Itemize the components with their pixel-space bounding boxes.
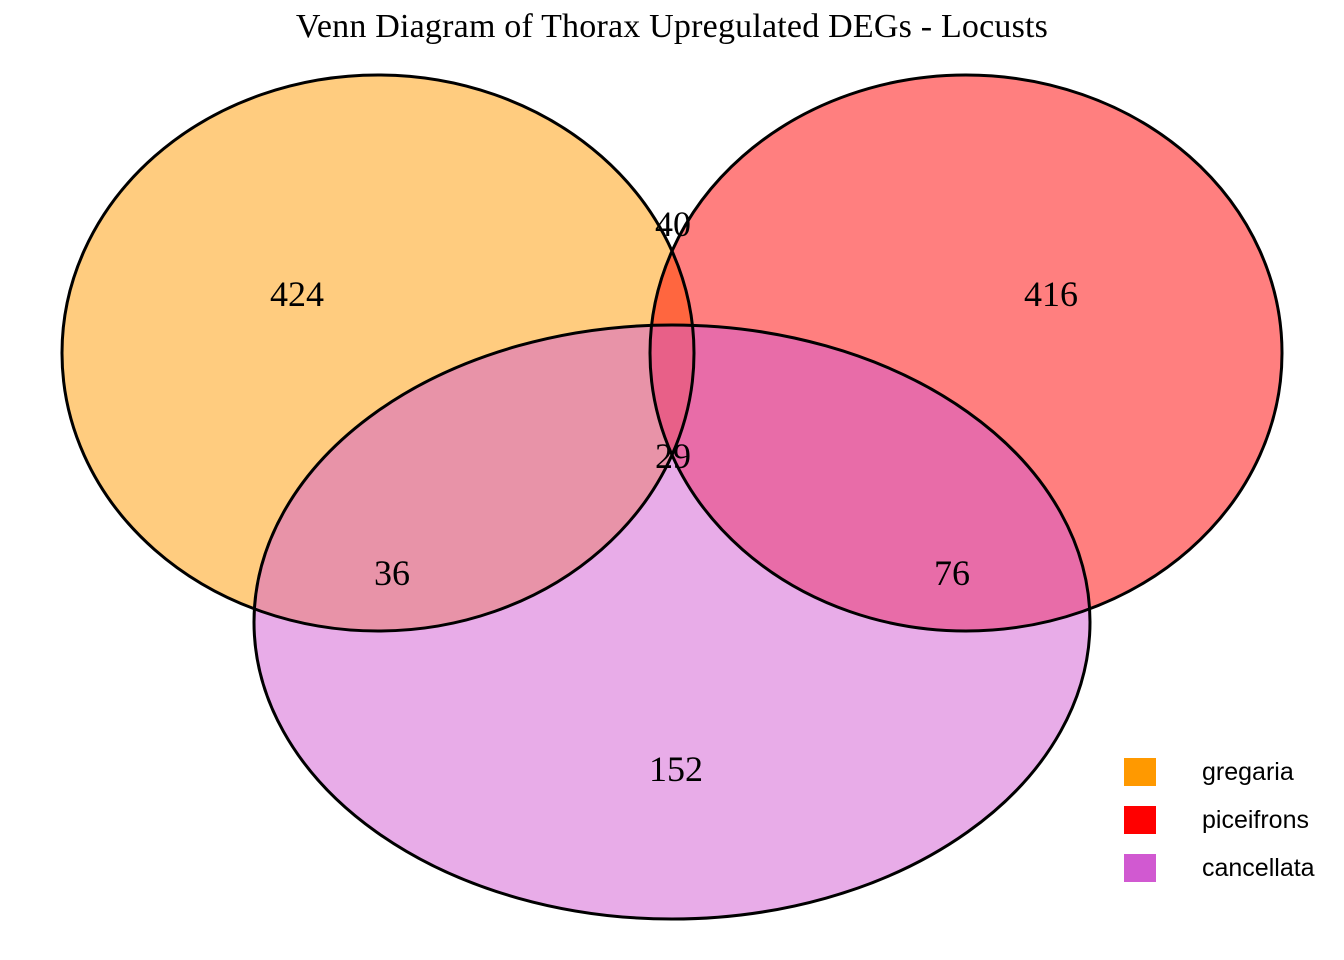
ellipse-piceifrons-outline: [648, 73, 1284, 633]
legend: gregaria piceifrons cancellata: [1124, 748, 1344, 892]
region-count-gregaria-only: 424: [270, 274, 324, 314]
ellipse-cancellata-fill: [254, 325, 1090, 919]
venn-set-fills: [62, 75, 1282, 919]
ellipse-gregaria-outline: [60, 73, 696, 633]
legend-item-gregaria: gregaria: [1124, 748, 1344, 796]
legend-item-piceifrons: piceifrons: [1124, 796, 1344, 844]
venn-set-outlines: [60, 73, 1284, 921]
legend-label-piceifrons: piceifrons: [1202, 805, 1309, 834]
legend-item-cancellata: cancellata: [1124, 844, 1344, 892]
region-count-piceifrons-cancellata: 76: [934, 553, 970, 593]
legend-label-gregaria: gregaria: [1202, 757, 1294, 786]
legend-swatch-piceifrons: [1124, 806, 1156, 834]
ellipse-cancellata-outline: [252, 323, 1092, 921]
legend-label-cancellata: cancellata: [1202, 853, 1315, 882]
region-count-piceifrons-only: 416: [1024, 274, 1078, 314]
region-count-cancellata-only: 152: [649, 749, 703, 789]
legend-swatch-gregaria: [1124, 758, 1156, 786]
region-count-gregaria-cancellata: 36: [374, 553, 410, 593]
region-count-gregaria-piceifrons: 40: [655, 204, 691, 244]
region-count-triple-intersection: 29: [655, 436, 691, 476]
page-title: Venn Diagram of Thorax Upregulated DEGs …: [295, 8, 1049, 45]
legend-swatch-cancellata: [1124, 854, 1156, 882]
